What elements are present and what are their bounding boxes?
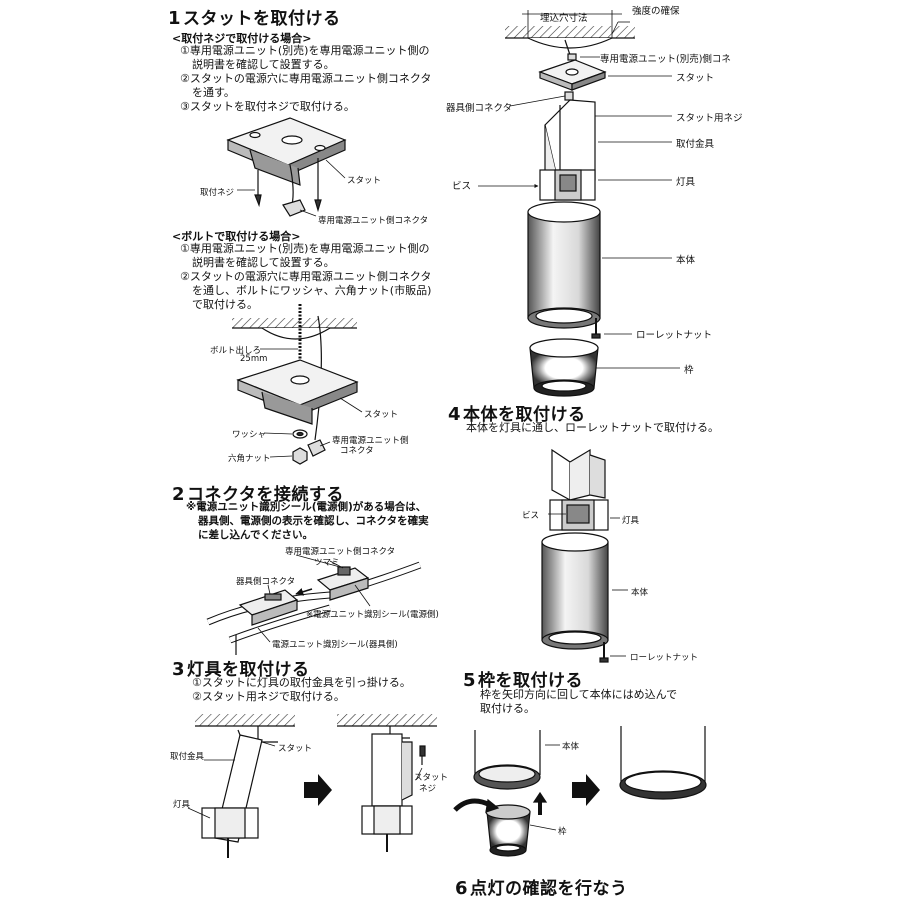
label-hex-nut: 六角ナット: [228, 454, 271, 464]
lamp-hook-illustration-2: [337, 714, 437, 852]
label-stud-4: スタット: [676, 73, 715, 84]
label-lamp-1: 灯具: [173, 800, 191, 810]
label-tab: ツマミ: [314, 558, 340, 568]
frame-rotate-illustration: [453, 730, 560, 857]
section-6-number: 6: [455, 878, 469, 899]
section-3-number: 3: [172, 659, 186, 680]
bolt-step-1a: ①専用電源ユニット(別売)を専用電源ユニット側の: [180, 242, 430, 255]
frame-done-illustration: [619, 726, 707, 800]
label-bolt-length: 25mm: [240, 354, 268, 364]
body-mount-illustration: [541, 448, 628, 663]
label-psu-connector-1: 専用電源ユニット側コネクタ: [318, 216, 429, 226]
stud-screw-illustration: [226, 117, 347, 217]
label-psu-connector-2b: コネクタ: [340, 446, 374, 456]
frame-step-1a: 枠を矢印方向に回して本体にはめ込んで: [480, 688, 678, 701]
label-screw-2: ビス: [522, 511, 540, 521]
section-2-number: 2: [172, 484, 186, 505]
connector-note-line-3: に差し込んでください。: [198, 529, 313, 541]
section-4-number: 4: [448, 404, 462, 425]
label-bracket-1: 取付金具: [170, 752, 205, 762]
label-stud-screw-2: スタット用ネジ: [676, 113, 743, 124]
label-knurl-nut-1: ローレットナット: [636, 330, 713, 341]
overview-illustration: [478, 10, 680, 397]
screw-mount-subheading: <取付ネジで取付ける場合>: [172, 32, 312, 45]
bolt-step-1b: 説明書を確認して設置する。: [192, 256, 335, 269]
section-2-title: コネクタを接続する: [187, 485, 344, 505]
section-4-title: 本体を取付ける: [463, 405, 586, 425]
lamp-step-2: ②スタット用ネジで取付ける。: [192, 690, 345, 703]
label-knurl-nut-2: ローレットナット: [630, 653, 699, 663]
section-1-number: 1: [168, 8, 182, 29]
label-stud-screw-a: スタット: [414, 773, 449, 783]
frame-mount-steps: 枠を矢印方向に回して本体にはめ込んで 取付ける。: [480, 688, 677, 716]
label-frame-2: 枠: [558, 827, 567, 837]
screw-step-2a: ②スタットの電源穴に専用電源ユニット側コネクタ: [180, 72, 432, 85]
label-frame-1: 枠: [684, 365, 694, 376]
label-seal-fixture: 電源ユニット識別シール(器具側): [272, 640, 398, 650]
bolt-step-2a: ②スタットの電源穴に専用電源ユニット側コネクタ: [180, 270, 432, 283]
label-stud-1: スタット: [347, 176, 382, 186]
section-3-title: 灯具を取付ける: [187, 660, 310, 680]
screw-step-3: ③スタットを取付ネジで取付ける。: [180, 100, 355, 113]
label-bracket-2: 取付金具: [676, 139, 715, 150]
label-lamp-3: 灯具: [622, 516, 640, 526]
label-body-3: 本体: [562, 742, 580, 752]
connector-note-line-1: ※電源ユニット識別シール(電源側)がある場合は、: [186, 501, 427, 513]
section-5-title: 枠を取付ける: [478, 671, 584, 691]
label-fixture-connector-2: 器具側コネクタ: [446, 103, 513, 114]
bolt-mount-subheading: <ボルトで取付ける場合>: [172, 230, 301, 243]
screw-step-1b: 説明書を確認して設置する。: [192, 58, 335, 71]
label-stud-3: スタット: [278, 744, 313, 754]
label-bolt-extension: ボルト出しろ: [210, 346, 262, 356]
frame-step-1b: 取付ける。: [480, 702, 535, 715]
lamp-mount-steps: ①スタットに灯具の取付金具を引っ掛ける。 ②スタット用ネジで取付ける。: [192, 676, 411, 704]
transition-arrow-2: [572, 774, 600, 806]
section-6-title: 点灯の確認を行なう: [470, 879, 628, 899]
connector-illustration: [206, 554, 422, 655]
label-stud-screw-b: ネジ: [419, 784, 437, 794]
bolt-step-2c: で取付ける。: [192, 298, 258, 311]
stud-bolt-illustration: [232, 304, 363, 465]
transition-arrow-1: [304, 774, 332, 806]
label-psu-connector-4: 専用電源ユニット(別売)側コネ: [600, 54, 731, 65]
screw-step-2b: を通す。: [192, 86, 235, 99]
lamp-step-1: ①スタットに灯具の取付金具を引っ掛ける。: [192, 676, 411, 689]
label-lamp-2: 灯具: [676, 177, 696, 188]
section-5-number: 5: [463, 670, 477, 691]
label-body-1: 本体: [676, 255, 696, 266]
section-1-title: スタットを取付ける: [183, 9, 341, 29]
label-screw-1: ビス: [452, 181, 472, 192]
label-psu-connector-3: 専用電源ユニット側コネクタ: [285, 547, 396, 557]
lamp-hook-illustration-1: [187, 714, 295, 858]
bolt-step-2b: を通し、ボルトにワッシャ、六角ナット(市販品): [192, 284, 432, 297]
label-psu-connector-2a: 専用電源ユニット側: [332, 436, 409, 446]
label-mount-screw: 取付ネジ: [200, 188, 235, 198]
screw-mount-steps: ①専用電源ユニット(別売)を専用電源ユニット側の 説明書を確認して設置する。 ②…: [180, 44, 431, 114]
label-fixture-connector: 器具側コネクタ: [236, 577, 296, 587]
label-stud-2: スタット: [364, 410, 399, 420]
label-strength: 強度の確保: [632, 6, 680, 17]
bolt-mount-steps: ①専用電源ユニット(別売)を専用電源ユニット側の 説明書を確認して設置する。 ②…: [180, 242, 431, 312]
label-washer: ワッシャ: [232, 430, 267, 440]
label-body-2: 本体: [631, 588, 649, 598]
connector-note: ※電源ユニット識別シール(電源側)がある場合は、 器具側、電源側の表示を確認し、…: [186, 500, 429, 542]
connector-note-line-2: 器具側、電源側の表示を確認し、コネクタを確実: [198, 515, 429, 527]
screw-step-1a: ①専用電源ユニット(別売)を専用電源ユニット側の: [180, 44, 430, 57]
label-seal-psu: ※電源ユニット識別シール(電源側): [306, 610, 439, 620]
label-hole-size: 埋込穴寸法: [540, 13, 588, 24]
body-mount-steps: 本体を灯具に通し、ローレットナットで取付ける。: [466, 421, 719, 434]
